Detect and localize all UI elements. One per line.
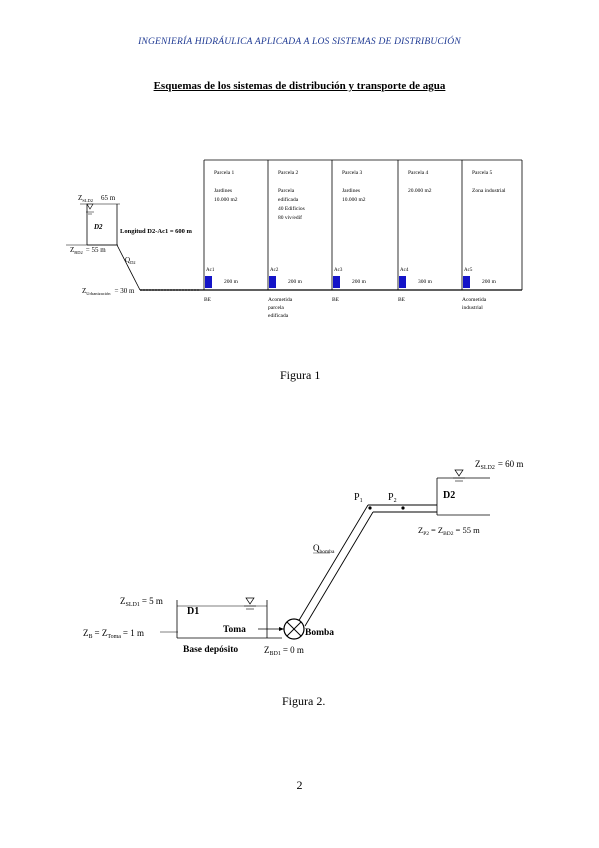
acometida-type: parcela xyxy=(268,305,284,311)
d2-base-label: ZBD2= 55 m xyxy=(70,246,106,255)
acometida-label: Ac2 xyxy=(270,268,279,273)
acometida-type: Acometida xyxy=(462,297,487,303)
parcels: Parcela 1 Jardines 10.000 m2 Ac1 200 m BE Parc… xyxy=(203,159,523,319)
parcel-name: Parcela 4 xyxy=(408,170,429,176)
acometida-type: edificada xyxy=(268,312,289,319)
parcel-description: edificada xyxy=(278,196,299,203)
parcel-description: Jardines xyxy=(214,188,232,194)
page-number: 2 xyxy=(296,778,303,792)
parcel-name: Parcela 3 xyxy=(342,170,363,176)
segment-length: 200 m xyxy=(224,279,239,285)
parcel-description: 10.000 m2 xyxy=(342,197,366,203)
parcel-description: Jardines xyxy=(342,188,360,194)
parcel-description: 80 viv/edif xyxy=(278,214,302,221)
acometida-node xyxy=(399,276,406,288)
acometida-node xyxy=(205,276,212,288)
segment-length: 200 m xyxy=(352,279,367,285)
acometida-node xyxy=(269,276,276,288)
zb-label: ZB= ZToma= 1 m xyxy=(83,628,144,640)
acometida-type: industrial xyxy=(462,305,483,311)
acometida-label: Ac3 xyxy=(334,268,343,273)
parcel-description: Zona industrial xyxy=(472,188,506,194)
d2-tank-label: D2 xyxy=(443,490,455,501)
figure-2: ZSLD2= 60 m D2 ZP2= ZBD2= 55 m P1 P2 Qbo… xyxy=(83,459,523,657)
section-title: Esquemas de los sistemas de distribución… xyxy=(153,80,446,92)
acometida-node xyxy=(463,276,470,288)
segment-length: 300 m xyxy=(418,279,433,285)
figure-1-caption: Figura 1 xyxy=(280,368,321,382)
tank-base-label: Base depósito xyxy=(183,645,238,655)
acometida-label: Ac1 xyxy=(206,268,215,273)
intake-label: Toma xyxy=(223,625,246,635)
water-level-icon xyxy=(86,203,94,210)
p2-label: P2 xyxy=(388,492,397,504)
d1-level-label: ZSLD1= 5 m xyxy=(120,596,163,608)
pump-label: Bomba xyxy=(305,628,334,638)
supply-pipe xyxy=(116,244,141,291)
acometida-type: Acometida xyxy=(268,297,293,303)
acometida-type: BE xyxy=(332,297,340,303)
acometida-label: Ac5 xyxy=(464,268,473,273)
p1-label: P1 xyxy=(354,492,363,504)
segment-length: 200 m xyxy=(288,279,303,285)
d2-tank-label: D2 xyxy=(93,223,103,231)
parcel-name: Parcela 5 xyxy=(472,170,493,176)
acometida-label: Ac4 xyxy=(400,268,409,273)
water-level-icon xyxy=(245,597,255,605)
d1-tank-label: D1 xyxy=(187,606,199,617)
acometida-node xyxy=(333,276,340,288)
acometida-type: BE xyxy=(204,297,212,303)
figure-2-caption: Figura 2. xyxy=(282,694,326,708)
urbanization-datum-label: ZUrbanización= 30 m xyxy=(82,287,135,296)
zbd1-label: ZBD1= 0 m xyxy=(264,645,304,657)
parcel-description: Parcela xyxy=(278,188,295,194)
d2-level-label: ZSLD2= 60 m xyxy=(475,459,523,471)
parcel-name: Parcela 1 xyxy=(214,170,235,176)
parcel-description: 20.000 m2 xyxy=(408,188,432,194)
acometida-type: BE xyxy=(398,297,406,303)
pipe-length-label: Longitud D2-Ac1 = 600 m xyxy=(120,228,193,235)
segment-length: 200 m xyxy=(482,279,497,285)
running-header: INGENIERÍA HIDRÁULICA APLICADA A LOS SIS… xyxy=(138,37,461,47)
water-level-icon xyxy=(454,469,464,477)
parcel-description: 10.000 m2 xyxy=(214,197,238,203)
pump-flow-label: Qbomba xyxy=(313,543,335,555)
d2-flow-label: QD2 xyxy=(125,256,136,265)
parcel-name: Parcela 2 xyxy=(278,170,299,176)
d2-base-label: ZP2= ZBD2= 55 m xyxy=(418,525,480,537)
parcel-description: 40 Edificios xyxy=(278,205,305,212)
